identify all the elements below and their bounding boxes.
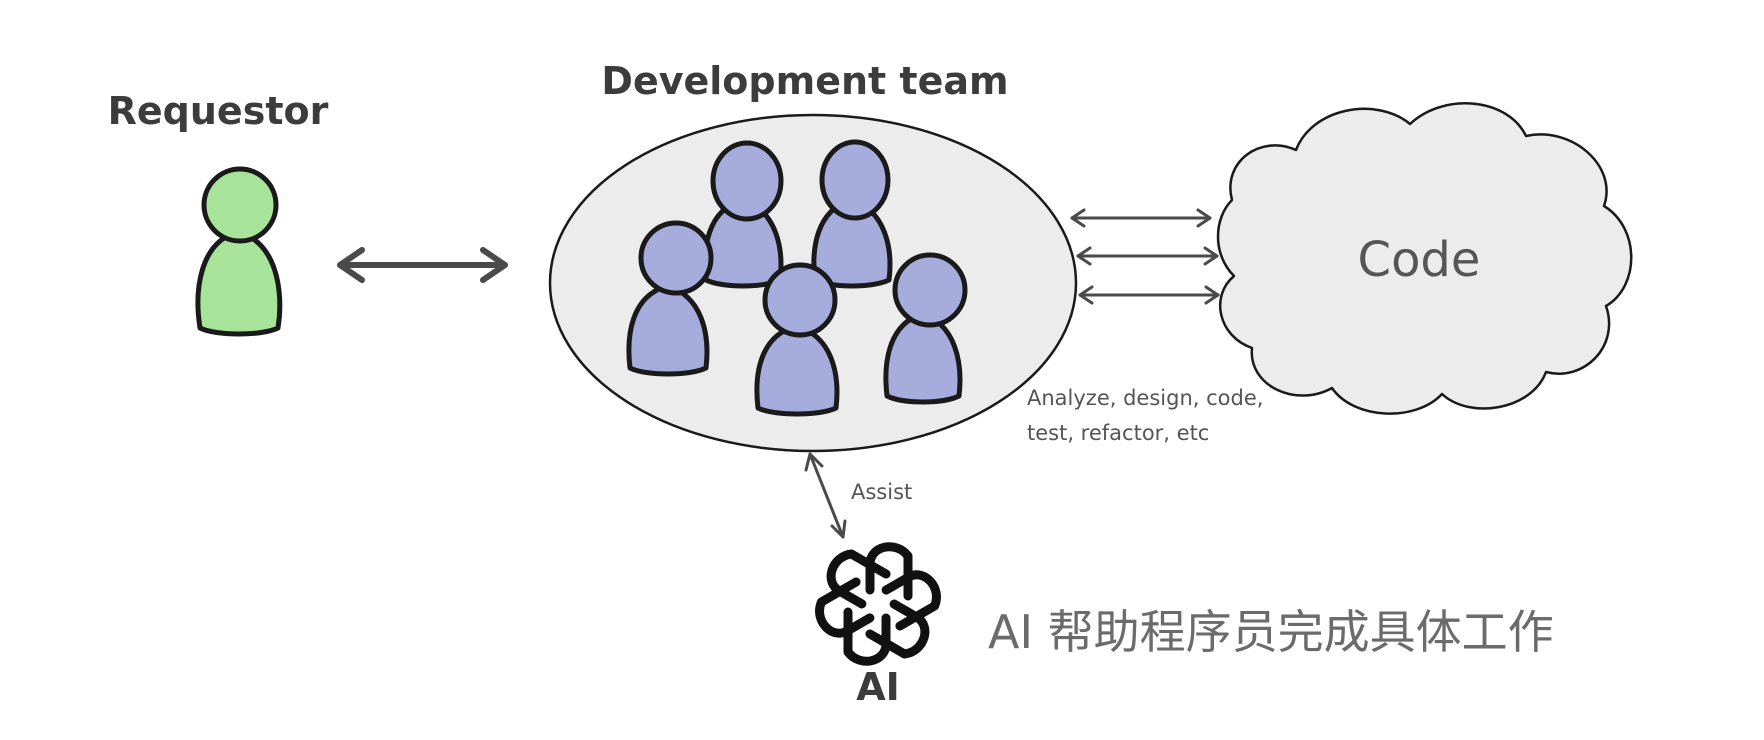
requestor-person-icon	[195, 166, 283, 337]
analyze-label-line1: Analyze, design, code,	[1027, 386, 1263, 410]
team-code-arrow	[1078, 285, 1220, 305]
assist-label: Assist	[851, 480, 912, 504]
team-ai-arrow	[804, 452, 847, 539]
team-members	[626, 139, 968, 417]
team-member-icon	[754, 262, 840, 417]
team-code-arrow	[1070, 208, 1212, 228]
requestor-team-arrow	[337, 247, 508, 283]
team-code-arrows	[1070, 208, 1220, 305]
team-member-icon	[883, 252, 968, 405]
team-code-arrow	[1076, 246, 1219, 266]
analyze-label-line2: test, refactor, etc	[1027, 421, 1209, 445]
team-member-icon	[702, 140, 784, 289]
caption-text: AI 帮助程序员完成具体工作	[988, 605, 1554, 659]
ai-label: AI	[856, 665, 900, 709]
team-member-icon	[626, 220, 714, 377]
code-cloud	[1216, 102, 1633, 415]
requestor-label: Requestor	[108, 89, 329, 133]
code-label: Code	[1358, 232, 1481, 288]
team-member-icon	[811, 139, 893, 289]
development-team-label: Development team	[601, 59, 1008, 103]
openai-logo-icon	[815, 542, 941, 666]
